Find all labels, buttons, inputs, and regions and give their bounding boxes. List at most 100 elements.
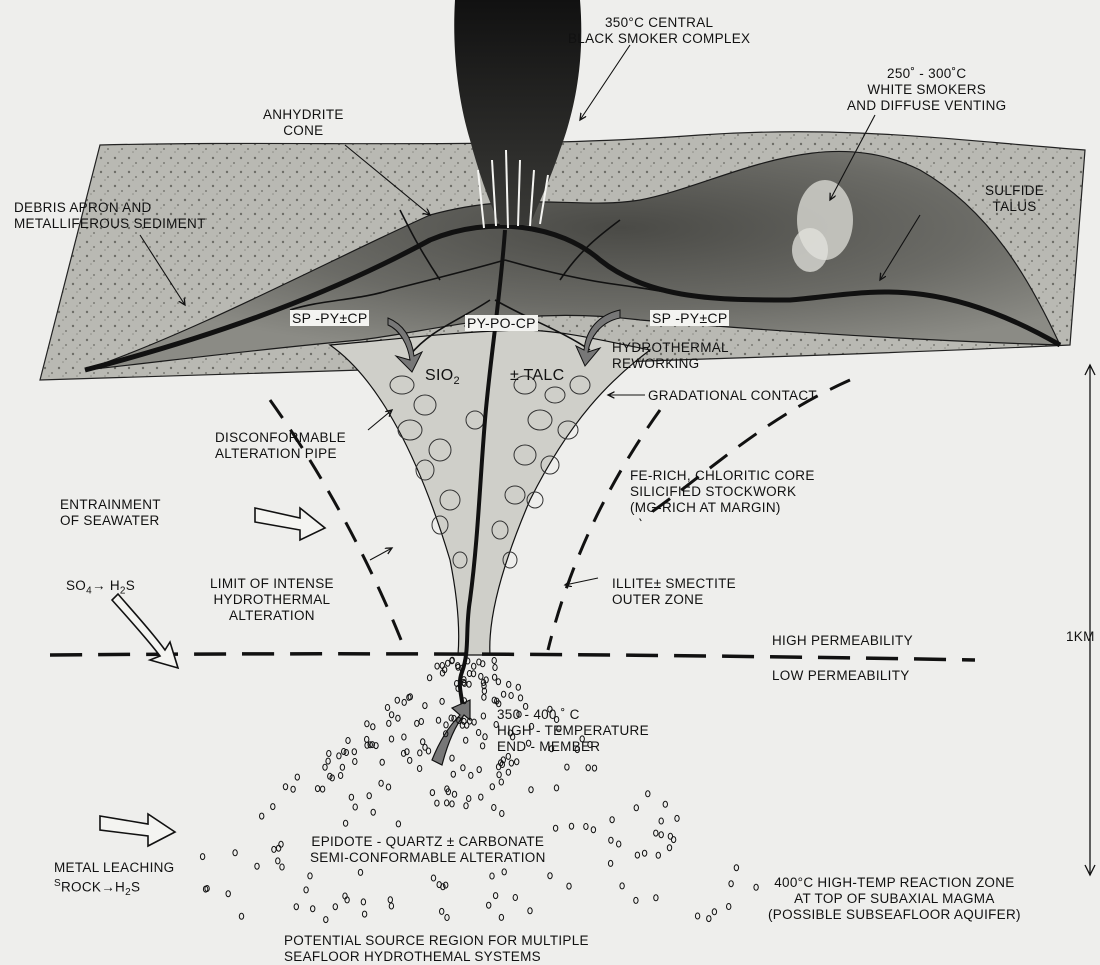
- source-dot: [388, 897, 392, 903]
- source-dot: [283, 784, 287, 790]
- source-dot: [444, 882, 448, 888]
- source-dot: [707, 916, 711, 922]
- source-dot: [343, 820, 347, 826]
- source-dot: [200, 854, 204, 860]
- source-dot: [444, 722, 448, 728]
- source-dot: [642, 850, 646, 856]
- source-dot: [327, 751, 331, 757]
- epidote-quartz-label: EPIDOTE - QUARTZ ± CARBONATESEMI-CONFORM…: [310, 834, 546, 866]
- source-dot: [445, 915, 449, 921]
- source-dot: [346, 738, 350, 744]
- source-dot: [276, 858, 280, 864]
- sp-py-cp-left-label: SP -PY±CP: [290, 310, 369, 326]
- source-dot: [365, 742, 369, 748]
- source-dot: [500, 811, 504, 817]
- source-dot: [609, 837, 613, 843]
- so4-reduction-arrow: [112, 594, 178, 668]
- source-dot: [380, 759, 384, 765]
- source-dot: [324, 917, 328, 923]
- source-dot: [226, 891, 230, 897]
- source-dot: [396, 821, 400, 827]
- permeability-boundary: [50, 654, 975, 660]
- source-dot: [295, 774, 299, 780]
- source-dot: [499, 779, 503, 785]
- source-dot: [472, 719, 476, 725]
- source-dot: [734, 865, 738, 871]
- source-dot: [635, 852, 639, 858]
- source-dot: [467, 681, 471, 687]
- source-dot: [446, 660, 450, 666]
- limit-alteration-label: LIMIT OF INTENSEHYDROTHERMALALTERATION: [210, 576, 334, 624]
- source-dot: [634, 897, 638, 903]
- source-dot: [386, 784, 390, 790]
- source-dot: [554, 785, 558, 791]
- source-dot: [469, 772, 473, 778]
- source-dot: [340, 764, 344, 770]
- source-dot: [255, 863, 259, 869]
- source-dot: [450, 755, 454, 761]
- white-smokers-label: 250˚ - 300˚CWHITE SMOKERSAND DIFFUSE VEN…: [847, 66, 1006, 114]
- source-dot: [479, 794, 483, 800]
- source-dot: [553, 825, 557, 831]
- source-dot: [323, 764, 327, 770]
- source-dot: [754, 884, 758, 890]
- source-dot: [492, 658, 496, 664]
- source-dot: [565, 764, 569, 770]
- source-dot: [584, 824, 588, 830]
- source-dot: [430, 790, 434, 796]
- source-dot: [620, 883, 624, 889]
- source-dot: [548, 873, 552, 879]
- source-dot: [610, 817, 614, 823]
- source-dot: [659, 818, 663, 824]
- source-dot: [654, 895, 658, 901]
- source-dot: [482, 694, 486, 700]
- source-dot: [497, 772, 501, 778]
- source-dot: [311, 906, 315, 912]
- source-dot: [402, 734, 406, 740]
- source-dot: [445, 800, 449, 806]
- source-dot: [675, 815, 679, 821]
- high-permeability-label: HIGH PERMEABILITY: [772, 633, 913, 649]
- source-dot: [435, 800, 439, 806]
- source-dot: [419, 719, 423, 725]
- metal-leaching-arrow: [100, 814, 175, 846]
- source-dot: [362, 911, 366, 917]
- black-smoker-label: 350°C CENTRALBLACK SMOKER COMPLEX: [568, 15, 750, 47]
- source-dot: [436, 717, 440, 723]
- source-dot: [349, 794, 353, 800]
- source-dot: [423, 703, 427, 709]
- source-dot: [353, 804, 357, 810]
- source-dot: [586, 765, 590, 771]
- source-dot: [418, 750, 422, 756]
- source-dot: [367, 793, 371, 799]
- source-dot: [408, 757, 412, 763]
- source-dot: [379, 780, 383, 786]
- source-dot: [656, 852, 660, 858]
- source-dot: [663, 801, 667, 807]
- scale-1km-label: 1KM: [1066, 629, 1095, 645]
- source-dot: [308, 873, 312, 879]
- source-dot: [417, 766, 421, 772]
- source-dot: [385, 705, 389, 711]
- source-dot: [431, 875, 435, 881]
- source-dot: [451, 771, 455, 777]
- source-dot: [272, 846, 276, 852]
- source-dot: [490, 873, 494, 879]
- source-dot: [464, 737, 468, 743]
- metal-leaching-label: METAL LEACHING SROCK→H2S: [54, 860, 174, 901]
- seawater-entrainment-arrow: [255, 508, 325, 540]
- source-dot: [464, 803, 468, 809]
- source-dot: [415, 720, 419, 726]
- source-dot: [315, 786, 319, 792]
- source-dot: [461, 765, 465, 771]
- source-dot: [440, 698, 444, 704]
- source-dot: [479, 673, 483, 679]
- source-dot: [667, 845, 671, 851]
- source-dot: [496, 679, 500, 685]
- source-dot: [659, 832, 663, 838]
- source-dot: [421, 739, 425, 745]
